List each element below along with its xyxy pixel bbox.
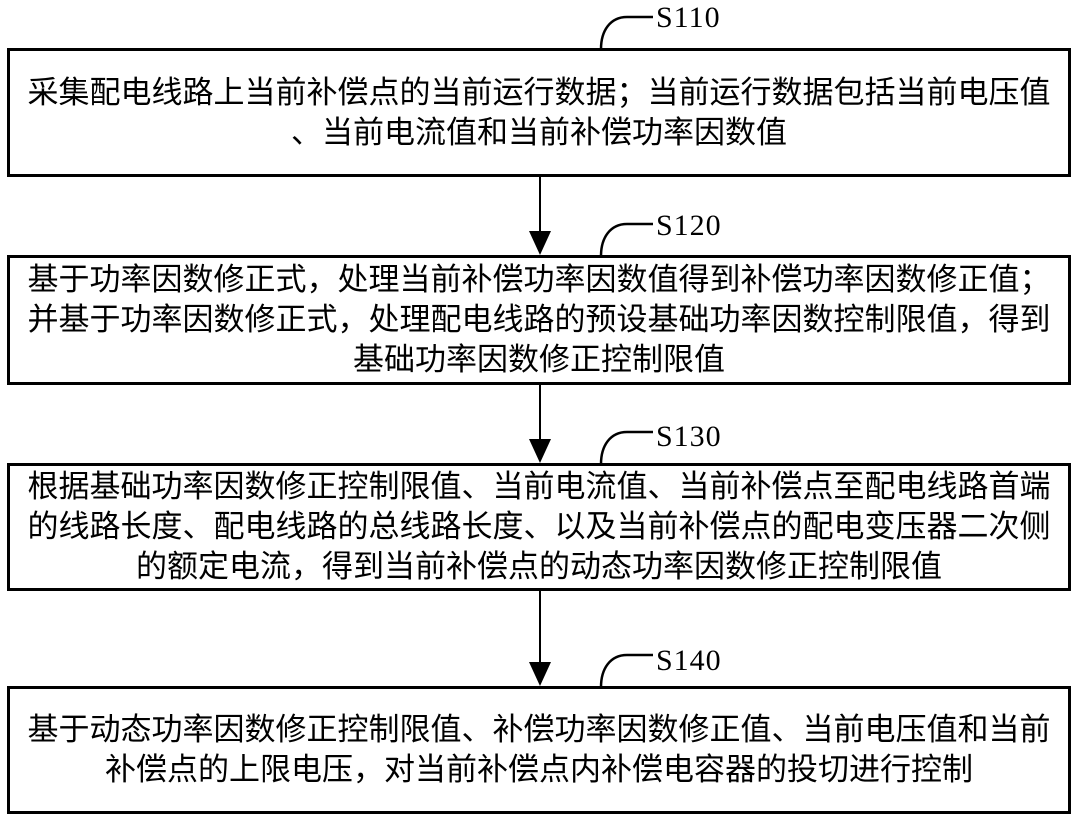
process-box-s140: 基于动态功率因数修正控制限值、补偿功率因数修正值、当前电压值和当前 补偿点的上限… [7,686,1071,814]
flow-arrow-down [529,385,551,463]
box-text-line: 的额定电流，得到当前补偿点的动态功率因数修正控制限值 [136,549,942,584]
process-box-s120: 基于功率因数修正式，处理当前补偿功率因数值得到补偿功率因数修正值； 并基于功率因… [7,255,1071,385]
step-label-connector-s110 [599,15,653,49]
process-box-s110: 采集配电线路上当前补偿点的当前运行数据；当前运行数据包括当前电压值 、当前电流值… [7,48,1071,177]
box-text-line: 补偿点的上限电压，对当前补偿点内补偿电容器的投切进行控制 [105,752,973,787]
process-box-s130: 根据基础功率因数修正控制限值、当前电流值、当前补偿点至配电线路首端 的线路长度、… [7,463,1071,591]
step-label-connector-s130 [599,430,653,464]
step-label-s110: S110 [656,1,721,34]
box-text-line: 根据基础功率因数修正控制限值、当前电流值、当前补偿点至配电线路首端 [27,469,1051,504]
step-label-connector-s140 [599,653,653,687]
arrow-line [539,591,541,663]
step-label-s140: S140 [656,644,722,677]
box-text-line: 基于功率因数修正式，处理当前补偿功率因数值得到补偿功率因数修正值； [27,262,1051,297]
box-text-line: 采集配电线路上当前补偿点的当前运行数据；当前运行数据包括当前电压值 [27,74,1051,110]
box-text-line: 的线路长度、配电线路的总线路长度、以及当前补偿点的配电变压器二次侧 [27,509,1051,544]
box-text-line: 、当前电流值和当前补偿功率因数值 [291,114,787,150]
step-label-s130: S130 [656,420,722,453]
box-text-line: 基础功率因数修正控制限值 [353,342,725,377]
flow-arrow-down [529,177,551,255]
arrow-head-icon [529,662,551,686]
arrow-line [539,177,541,232]
step-label-connector-s120 [599,222,653,256]
box-text-line: 并基于功率因数修正式，处理配电线路的预设基础功率因数控制限值，得到 [27,302,1051,337]
step-label-s120: S120 [656,209,722,242]
flow-arrow-down [529,591,551,686]
arrow-head-icon [529,439,551,463]
arrow-head-icon [529,231,551,255]
arrow-line [539,385,541,440]
box-text-line: 基于动态功率因数修正控制限值、补偿功率因数修正值、当前电压值和当前 [27,712,1051,747]
